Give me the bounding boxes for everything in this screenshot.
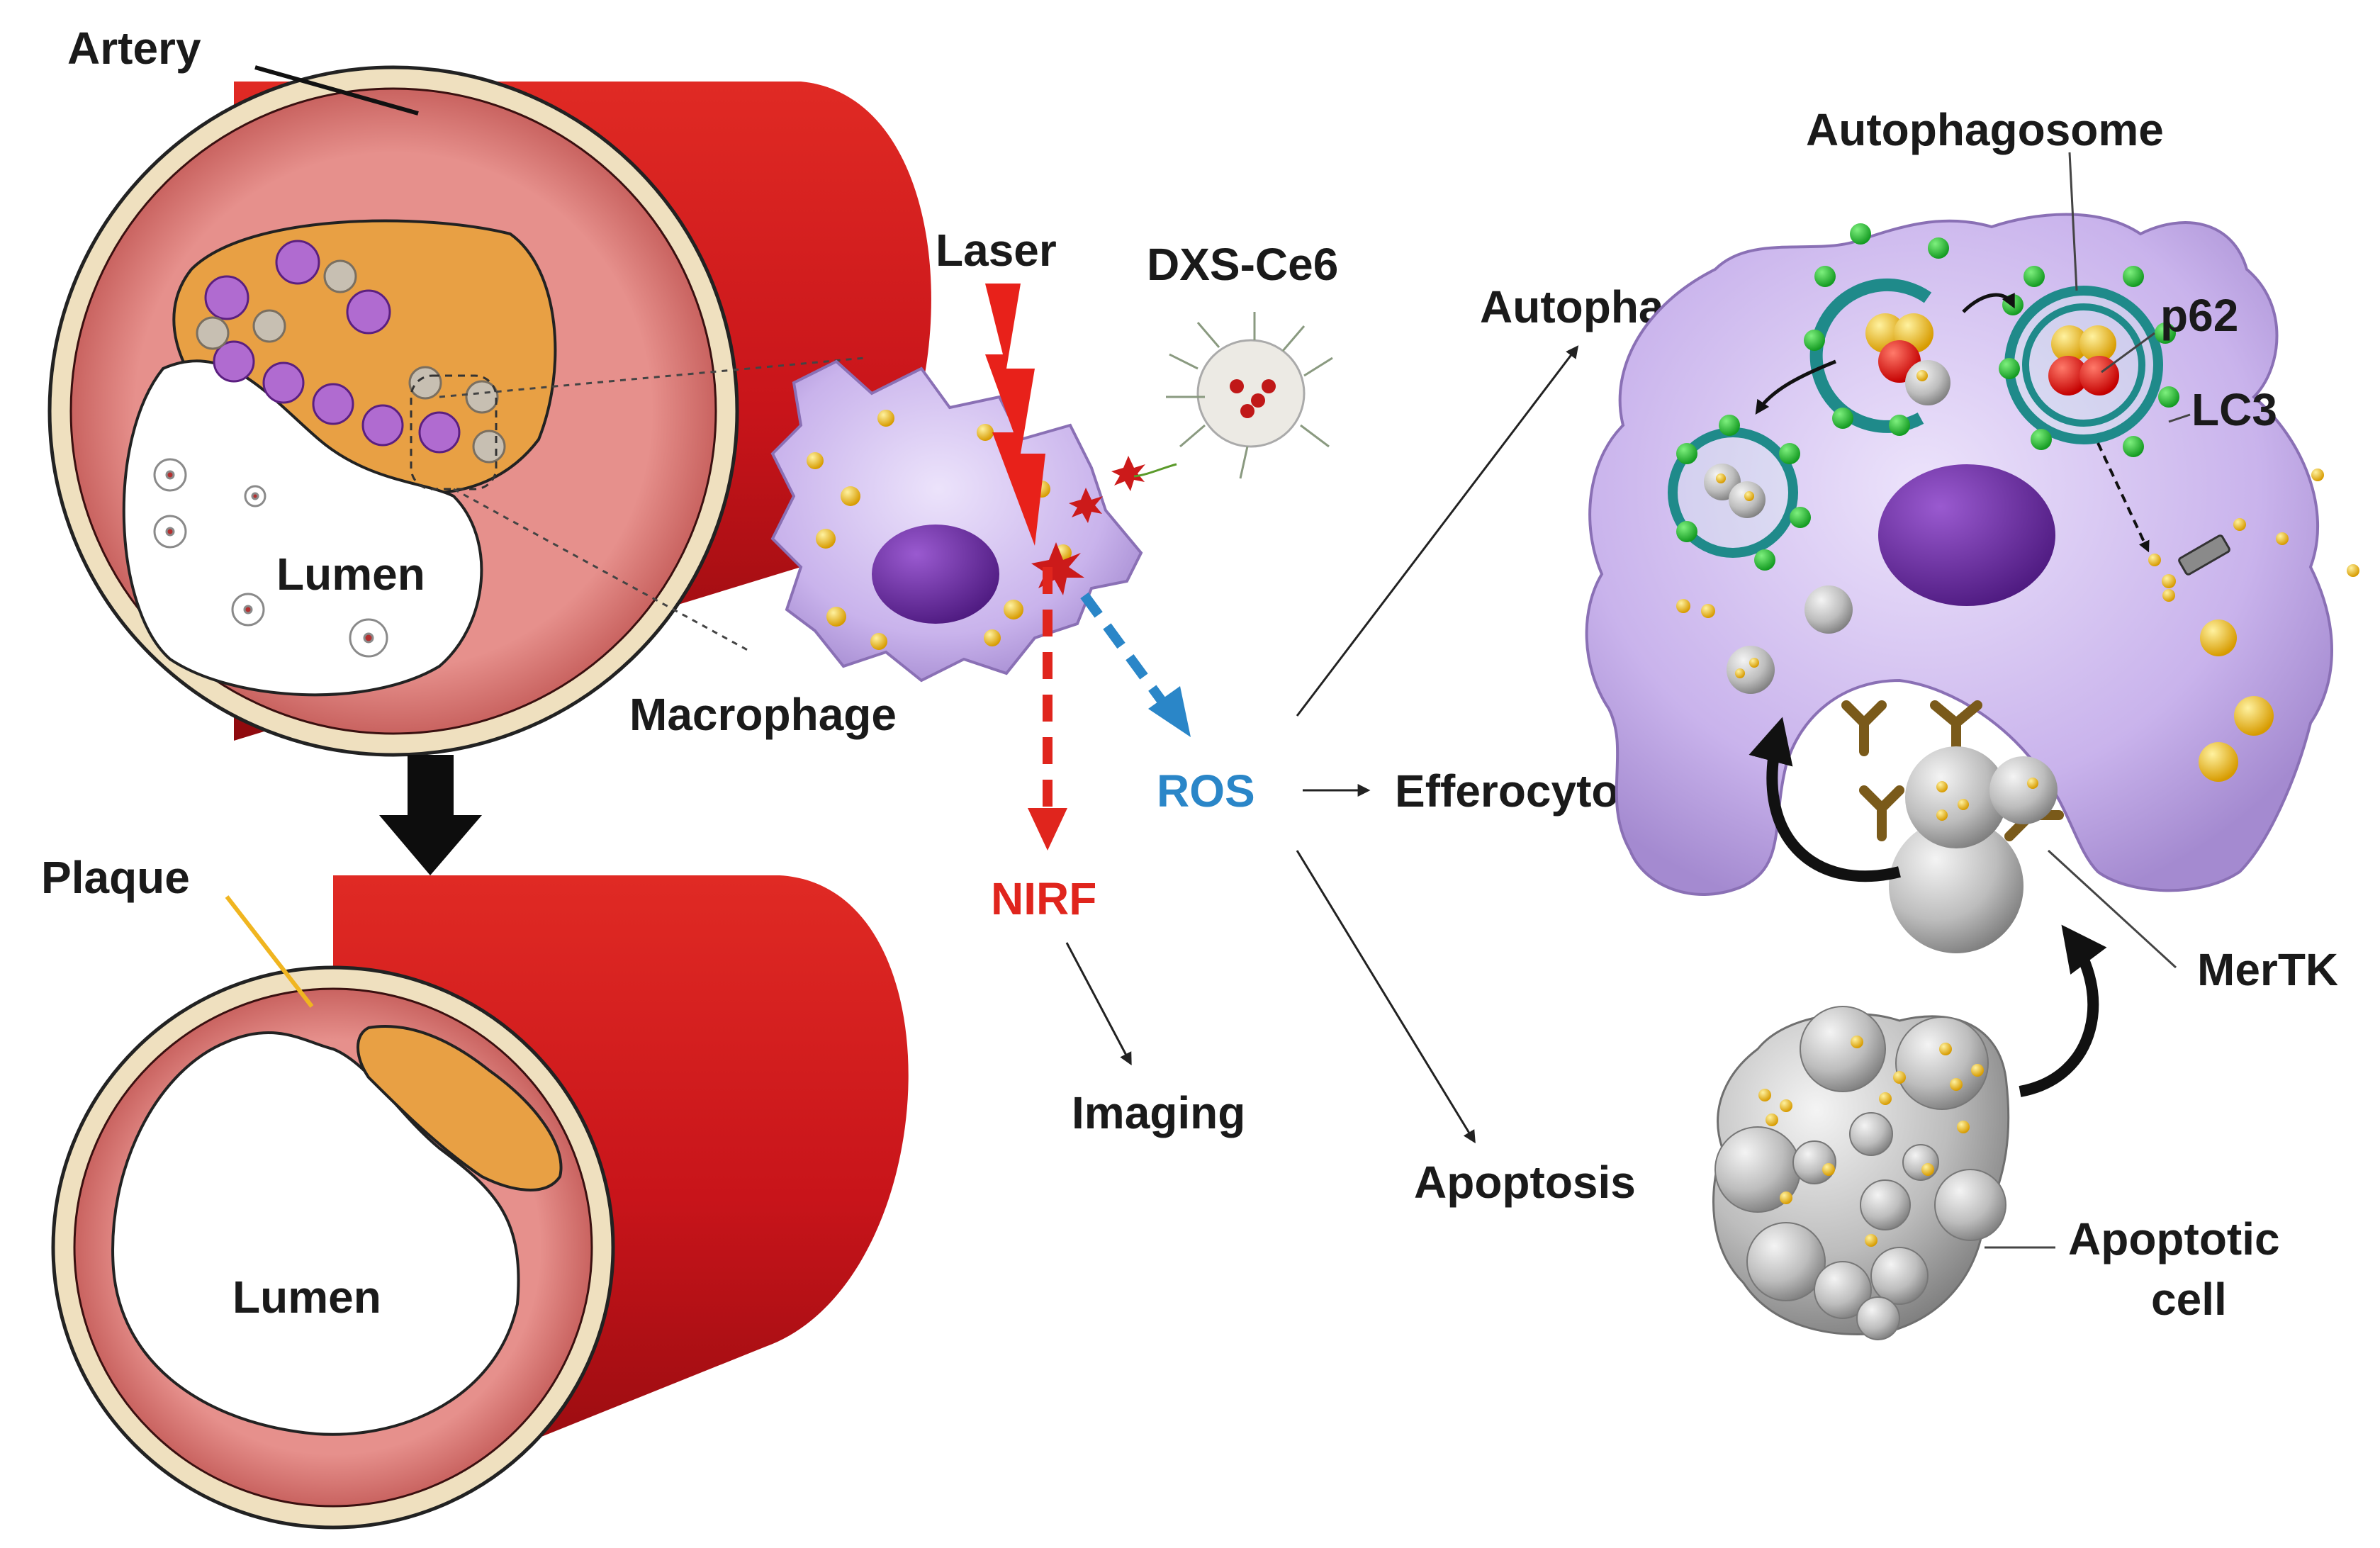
plaque-macrophages bbox=[196, 240, 506, 464]
apoptotic-to-macrophage-arrow bbox=[2019, 924, 2107, 1097]
artery-bottom: Plaque Lumen bbox=[41, 852, 909, 1530]
phagophore-to-autophagosome-arrow bbox=[1962, 293, 2015, 313]
ros-to-apoptosis-arrow bbox=[1296, 850, 1476, 1144]
lumen-area bbox=[122, 359, 483, 697]
nirf-arrowhead bbox=[1028, 808, 1067, 851]
p62-label: p62 bbox=[2160, 290, 2238, 341]
zoom-line-top bbox=[439, 357, 865, 398]
plaque-label: Plaque bbox=[41, 852, 190, 903]
exported-lipids bbox=[2148, 469, 2359, 602]
artery-label: Artery bbox=[67, 23, 201, 74]
mertk-pointer bbox=[2047, 849, 2177, 969]
plaque-pointer bbox=[225, 895, 314, 1008]
cell-lipids bbox=[1676, 574, 2274, 782]
macrophage-body bbox=[770, 359, 1143, 683]
autophagosome-pointer bbox=[2068, 152, 2078, 291]
ros-arrowhead bbox=[1148, 686, 1191, 737]
apoptotic-cell: Apoptotic cell bbox=[1712, 1006, 2280, 1340]
lc3-dots bbox=[1676, 223, 2179, 571]
gray-vesicles bbox=[1727, 585, 1853, 694]
autophagosome-label: Autophagosome bbox=[1806, 104, 2164, 155]
ros-arrow bbox=[1080, 592, 1167, 705]
autophagosome-inner bbox=[2022, 303, 2145, 427]
lumen-nanoparticles bbox=[153, 458, 388, 658]
apoptotic-cell-label-line1: Apoptotic bbox=[2068, 1213, 2280, 1264]
nirf-to-imaging-arrow bbox=[1065, 942, 1132, 1066]
phagophore-to-autolysosome-arrow bbox=[1755, 359, 1836, 415]
engulfed-apoptotic-body bbox=[1889, 746, 2058, 953]
apoptotic-lipids bbox=[1758, 1036, 1984, 1247]
macrophage-label: Macrophage bbox=[629, 689, 897, 740]
artery-pointer bbox=[254, 65, 419, 116]
phagophore bbox=[1809, 278, 1932, 433]
mertk-receptors bbox=[1841, 700, 2064, 841]
autolysosome-cargo bbox=[1704, 464, 1766, 518]
ros-label: ROS bbox=[1157, 765, 1255, 817]
laser-bolt-icon bbox=[985, 284, 1045, 546]
artery-top: Artery Lumen bbox=[47, 23, 931, 757]
large-macrophage: Autophagosome p62 LC3 MerTK bbox=[1585, 104, 2359, 1097]
macrophage-nucleus bbox=[872, 525, 999, 624]
laser-label: Laser bbox=[936, 225, 1057, 276]
lc3-pointer bbox=[2168, 413, 2191, 423]
large-macrophage-nucleus bbox=[1878, 464, 2055, 606]
down-arrow bbox=[379, 755, 482, 875]
ros-to-autophagy-arrow bbox=[1296, 345, 1579, 717]
lumen-area-bottom bbox=[111, 1031, 520, 1436]
nirf-label: NIRF bbox=[991, 873, 1096, 924]
lc3-label: LC3 bbox=[2191, 384, 2277, 435]
dxs-ce6-label: DXS-Ce6 bbox=[1147, 239, 1338, 290]
plaque-bottom bbox=[357, 1025, 563, 1191]
autophagosome-cargo bbox=[2048, 325, 2119, 396]
phagophore-cargo bbox=[1865, 313, 1950, 405]
apoptotic-blebs bbox=[1714, 1006, 2006, 1340]
apoptosis-label: Apoptosis bbox=[1414, 1157, 1636, 1208]
dxs-ce6-nanoparticle-icon bbox=[1133, 312, 1333, 479]
p62-pointer bbox=[2101, 332, 2155, 374]
lumen-label-top: Lumen bbox=[276, 549, 425, 600]
autophagosome-export-arrow bbox=[2096, 442, 2150, 553]
lipid-transporter-icon bbox=[2178, 534, 2230, 576]
apoptotic-cell-label-line2: cell bbox=[2151, 1274, 2227, 1325]
lumen-label-bottom: Lumen bbox=[232, 1272, 381, 1323]
imaging-label: Imaging bbox=[1072, 1087, 1245, 1138]
efferocytosis-curve-arrow bbox=[1748, 717, 1901, 882]
mertk-label: MerTK bbox=[2197, 944, 2338, 995]
